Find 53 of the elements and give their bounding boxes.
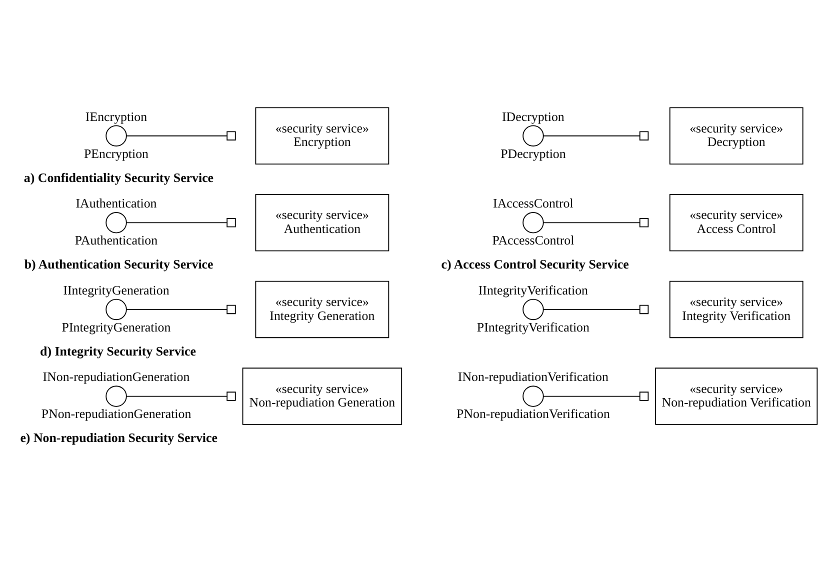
node-box [226,304,236,314]
node-box [226,392,236,401]
connector [126,396,228,397]
node-label: INon-repudiationVerification [458,369,608,384]
node-box [639,218,649,228]
label: a) Confidentiality Security Service [24,170,214,185]
node-label: PEncryption [84,146,149,161]
connector [126,222,228,224]
node-circle [106,212,127,234]
connector [542,396,640,397]
node-label: PDecryption [500,146,566,161]
node-box: «security service» Encryption [255,107,390,164]
node-box: «security service» Integrity Generation [255,280,390,338]
node-box: «security service» Integrity Verification [669,280,804,338]
node-box: «security service» Authentication [255,194,390,252]
node-label: IAuthentication [76,196,157,211]
connector [126,309,228,310]
label: c) Access Control Security Service [441,256,629,272]
connector [542,222,640,224]
node-box [639,392,649,401]
node-label: INon-repudiationGeneration [42,369,190,384]
node-circle [106,298,127,320]
node-label: PNon-repudiationGeneration [41,406,192,422]
node-box: «security service» Access Control [669,194,804,252]
node-circle [522,212,544,234]
node-label: PIntegrityVerification [476,319,590,334]
node-label: IAccessControl [493,196,574,211]
node-box [639,131,649,140]
node-box [226,131,236,140]
label: b) Authentication Security Service [24,256,214,272]
node-label: IIntegrityGeneration [63,282,170,298]
node-label: IDecryption [502,108,564,124]
node-box [639,304,649,314]
node-circle [522,125,544,146]
node-box: «security service» Non-repudiation Verification [655,368,818,425]
node-label: PAccessControl [492,232,574,248]
connector [126,135,228,136]
node-circle [522,386,544,407]
connector [542,309,640,310]
node-circle [106,386,127,407]
node-label: IEncryption [85,108,148,124]
node-label: IIntegrityVerification [478,282,588,298]
label: e) Non-repudiation Security Service [20,430,218,446]
node-label: PNon-repudiationVerification [456,406,610,422]
label: d) Integrity Security Service [40,343,196,358]
node-box: «security service» Non-repudiation Generation [242,368,402,425]
node-box [226,218,236,228]
node-label: PAuthentication [74,232,158,248]
node-circle [522,298,544,320]
connector [542,135,640,136]
node-box: «security service» Decryption [669,107,804,164]
node-label: PIntegrityGeneration [62,319,171,334]
node-circle [106,125,127,146]
